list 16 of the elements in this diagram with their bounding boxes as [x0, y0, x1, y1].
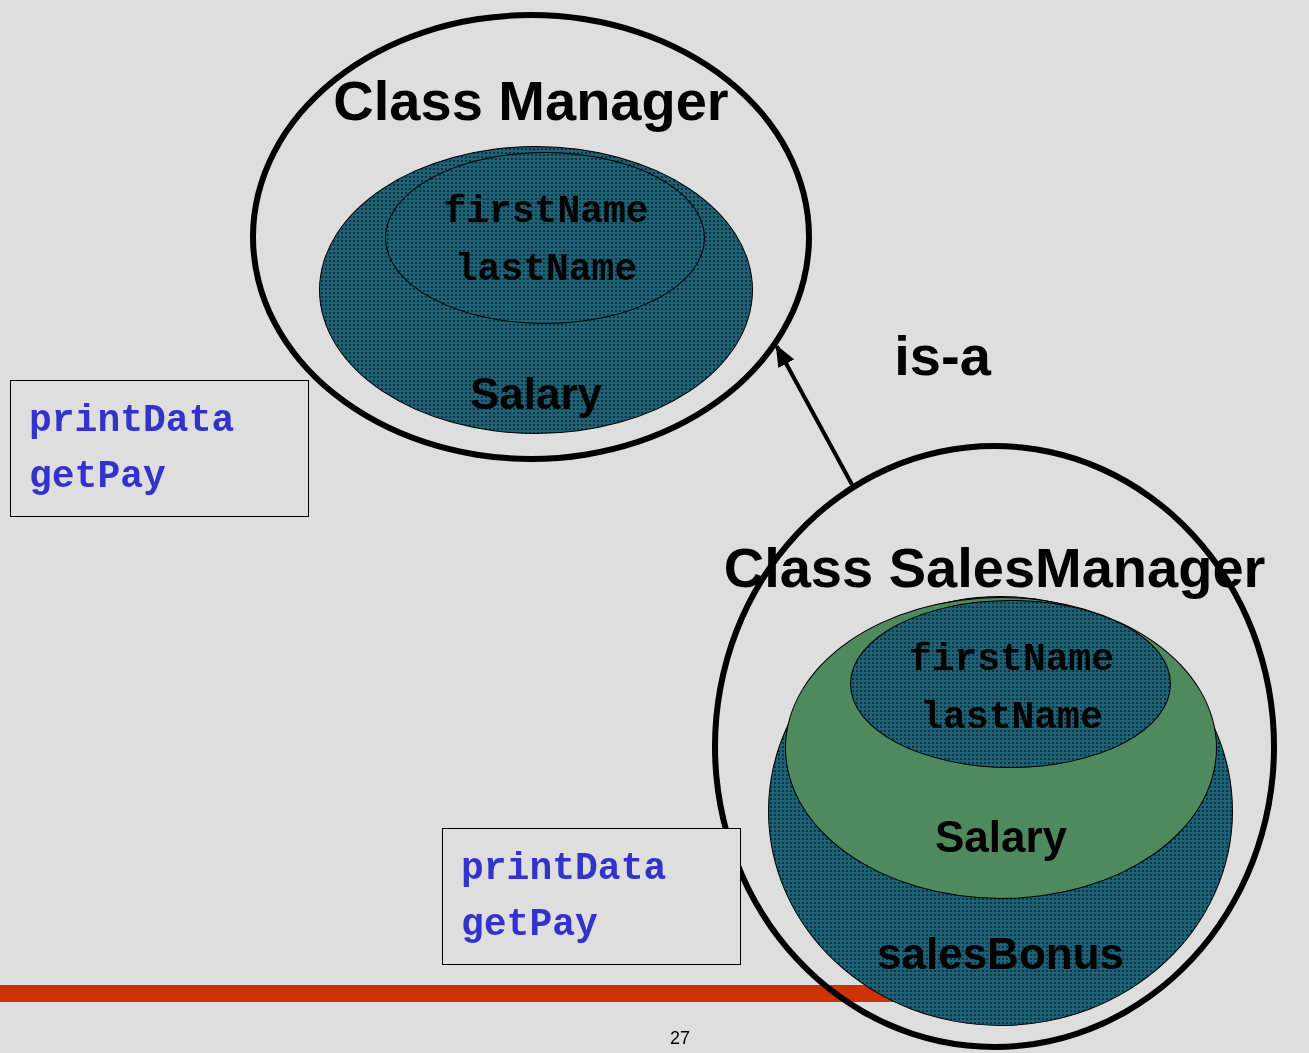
method-box [10, 380, 309, 517]
attribute-label: firstName lastName [907, 637, 1116, 741]
class-title: Class Manager [332, 68, 730, 133]
attribute-label: salesBonus [876, 929, 1125, 979]
class-ellipse [712, 443, 1277, 1050]
class-ellipse [250, 12, 812, 462]
method-list: printData getPay [29, 393, 279, 505]
attribute-ellipse [385, 152, 705, 324]
attribute-label: Salary [468, 369, 604, 419]
method-list: printData getPay [461, 841, 711, 953]
attribute-label: Salary [933, 812, 1069, 862]
attribute-label: firstName lastName [442, 189, 650, 293]
edge-label: is-a [894, 324, 991, 388]
page-number: 27 [670, 1028, 691, 1049]
arrow [774, 344, 854, 486]
method-box [442, 828, 741, 965]
